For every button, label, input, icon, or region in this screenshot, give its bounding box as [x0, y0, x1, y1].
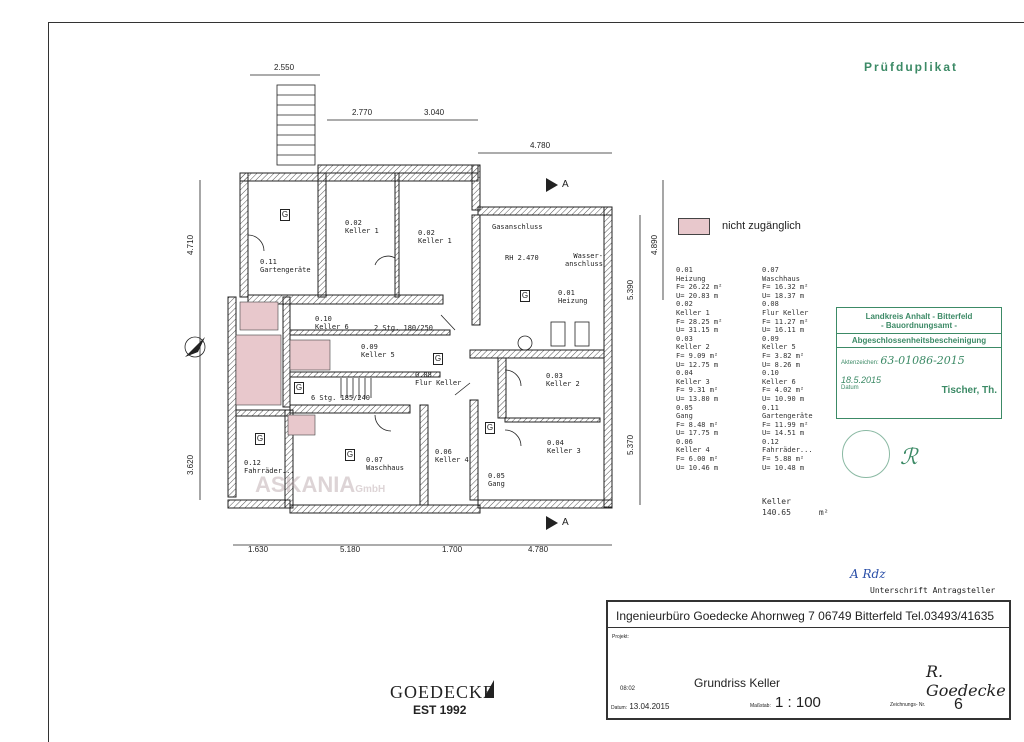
g-marker: G — [485, 422, 495, 434]
stamp-file-label: Aktenzeichen: — [841, 360, 879, 366]
g-marker: G — [280, 209, 290, 221]
floor-plan — [184, 74, 664, 546]
g-marker: G — [294, 382, 304, 394]
dim-top-2: 2.770 — [352, 108, 373, 117]
official-seal — [842, 430, 890, 478]
drawing-date: 13.04.2015 — [629, 702, 670, 711]
section-marker-top: A — [562, 179, 569, 190]
dim-top-3: 3.040 — [424, 108, 445, 117]
logo-mark-icon — [484, 680, 494, 698]
g-marker: G — [255, 433, 265, 445]
drawing-number: 6 — [954, 696, 963, 713]
dim-left-2: 3.620 — [186, 454, 195, 475]
drawing-scale: 1 : 100 — [775, 694, 821, 711]
dim-right-2: 5.390 — [626, 279, 635, 300]
stair-label-2: 6 Stg. 185/240 — [311, 394, 371, 402]
legend-swatch — [678, 218, 710, 235]
scale-label: Maßstab: — [750, 703, 771, 709]
goedecke-logo-est: EST 1992 — [413, 703, 467, 717]
stamp-file-number: 63-01086-2015 — [880, 354, 965, 367]
date-label: Datum: — [611, 705, 628, 711]
stair-label-1: 2 Stg. 180/250 — [374, 324, 434, 332]
section-marker-bottom: A — [562, 517, 569, 528]
dim-right-1: 4.890 — [650, 234, 659, 255]
stamp-date: 18.5.2015 — [841, 375, 882, 385]
drawing-no-label: Zeichnungs- Nr. — [890, 702, 926, 708]
official-signature: ℛ — [900, 445, 918, 470]
approval-stamp: Landkreis Anhalt - Bitterfeld - Bauordnu… — [836, 307, 1002, 419]
dim-right-3: 5.370 — [626, 434, 635, 455]
water-connection-label: Wasser- anschluss — [565, 252, 603, 268]
gas-connection-label: Gasanschluss — [492, 223, 543, 231]
office-address: Ingenieurbüro Goedecke Ahornweg 7 06749 … — [608, 602, 1009, 628]
g-marker: G — [345, 449, 355, 461]
title-block: Ingenieurbüro Goedecke Ahornweg 7 06749 … — [606, 600, 1011, 720]
goedecke-logo: GOEDECKE — [390, 682, 495, 702]
project-code: 08:02 — [620, 686, 636, 692]
stamp-authority: Landkreis Anhalt - Bitterfeld — [865, 312, 973, 321]
stamp-signer: Tischer, Th. — [941, 385, 997, 396]
dim-bottom-3: 1.700 — [442, 545, 463, 554]
applicant-signature: A Rdz — [850, 567, 886, 581]
watermark: ASKANIAGmbH — [255, 472, 386, 497]
engineer-signature: R. Goedecke — [926, 662, 1006, 700]
dim-bottom-1: 1.630 — [248, 545, 269, 554]
dim-top-1: 2.550 — [274, 63, 295, 72]
g-marker: G — [433, 353, 443, 365]
room-height-label: RH 2.470 — [505, 254, 539, 262]
applicant-signature-label: Unterschrift Antragsteller — [870, 586, 996, 595]
dim-bottom-2: 5.180 — [340, 545, 361, 554]
dim-top-4: 4.780 — [530, 141, 551, 150]
drawing-frame — [48, 22, 1024, 742]
dim-left-1: 4.710 — [186, 234, 195, 255]
stamp-office: - Bauordnungsamt - — [837, 321, 1001, 334]
stamp-certificate: Abgeschlossenheitsbescheinigung — [837, 334, 1001, 348]
dim-bottom-4: 4.780 — [528, 545, 549, 554]
g-marker: G — [520, 290, 530, 302]
pruefduplikat-label: Prüfduplikat — [864, 60, 959, 74]
stamp-date-label: Datum — [841, 385, 859, 391]
project-label: Projekt: — [612, 634, 629, 640]
legend-label: nicht zugänglich — [722, 220, 801, 232]
drawing-title: Grundriss Keller — [694, 676, 781, 690]
